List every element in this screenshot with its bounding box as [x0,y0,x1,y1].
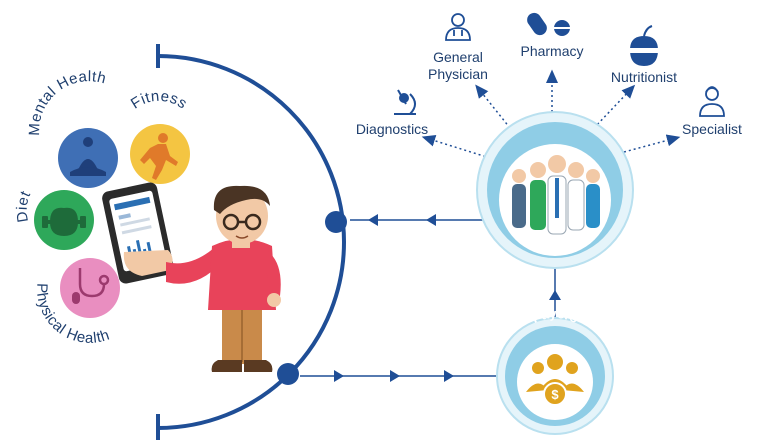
payers-connector-arrow-1 [334,370,344,382]
svg-text:$: $ [551,387,559,402]
runner-icon [140,133,178,180]
person-with-phone-illustration [102,182,281,372]
specialist-node: Specialist [682,86,742,137]
doctor-icon [445,13,471,41]
payers-label: Payers [530,306,581,326]
physical-health-node: Physical Health [33,258,120,347]
nutritionist-label: Nutritionist [611,69,677,85]
specialist-label: Specialist [682,121,742,137]
general-physician-label-line2: Physician [428,66,488,82]
specialist-icon [699,86,725,117]
glasses-icon [222,213,262,231]
nutritionist-node: Nutritionist [611,25,677,85]
pills-icon [527,12,570,36]
pharmacy-label: Pharmacy [520,43,583,59]
arrow-to-general-physician [475,84,511,129]
shoes [211,360,273,372]
hair [213,185,270,214]
pharmacy-node: Pharmacy [520,12,584,59]
mental-health-label: Mental Health [26,68,108,136]
arm [166,248,222,284]
doctors-group-icon [512,155,600,235]
diagnostics-label: Diagnostics [356,121,428,137]
shirt [208,239,276,310]
arrow-to-diagnostics [421,134,491,159]
diet-node: Diet [13,188,94,250]
general-physician-node: General Physician [428,13,488,82]
apple-tape-icon [628,25,660,66]
hs-connector-arrow-2 [368,214,378,226]
hand [123,250,173,276]
general-physician-label-line1: General [433,49,483,65]
apple-weights-icon [42,207,86,236]
arc-node-health-system [325,211,347,233]
fitness-node: Fitness [128,88,190,184]
arrow-to-specialist [623,134,681,153]
hs-connector-arrow-1 [426,214,436,226]
provider-arrows [421,69,681,159]
meditation-icon [70,137,106,176]
diet-label: Diet [13,188,34,224]
payers-group-icon: $ [526,354,584,406]
fitness-label: Fitness [128,88,190,113]
stethoscope-icon [72,268,110,304]
payers-to-hs-arrow [549,290,561,300]
payers-connector-arrow-2 [390,370,400,382]
diagnostics-node: Diagnostics [356,89,428,137]
journey-arc [157,54,346,430]
arrow-to-nutritionist [593,84,636,129]
payers-connector-arrow-3 [444,370,454,382]
microscope-icon [394,89,416,115]
payers-hub: $ Payers [496,306,614,435]
arc-node-payers [277,363,299,385]
right-arm [260,250,281,298]
health-system-hub: Health System [476,94,634,269]
mental-health-node: Mental Health [26,68,118,188]
